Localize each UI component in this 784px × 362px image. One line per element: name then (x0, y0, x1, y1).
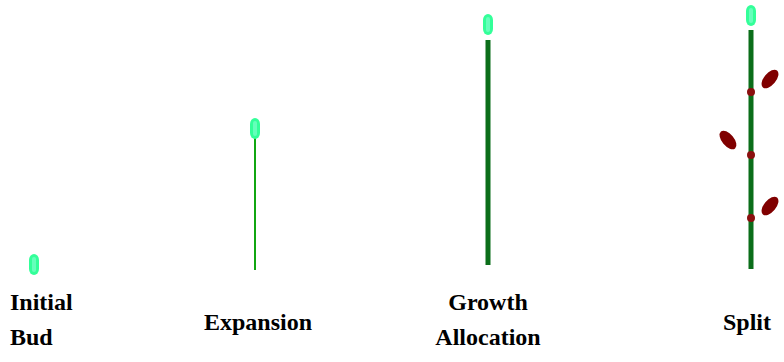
bud-highlight (253, 121, 257, 136)
thick-stem (749, 30, 754, 269)
bud-highlight (486, 17, 490, 32)
bud (483, 14, 493, 35)
stage-label: Initial Bud (10, 285, 102, 355)
bud-highlight (749, 8, 753, 23)
stem-node (747, 88, 755, 96)
initial-bud (29, 254, 39, 275)
growth-allocation-stage (483, 14, 493, 265)
stem-node (747, 151, 755, 159)
stage-label: Split (714, 305, 780, 340)
stem-node (747, 214, 755, 222)
leaf (758, 67, 781, 92)
stage-label: Growth Allocation (413, 285, 563, 355)
thin-stem (254, 137, 256, 270)
bud (29, 254, 39, 275)
bud (746, 5, 756, 26)
bud-highlight (32, 257, 36, 272)
leaf (758, 194, 781, 219)
expansion-stage (250, 118, 260, 270)
thick-stem (486, 40, 491, 265)
leaf (716, 128, 739, 153)
bud (250, 118, 260, 139)
stage-label: Expansion (163, 305, 353, 340)
split-stage (716, 5, 781, 269)
